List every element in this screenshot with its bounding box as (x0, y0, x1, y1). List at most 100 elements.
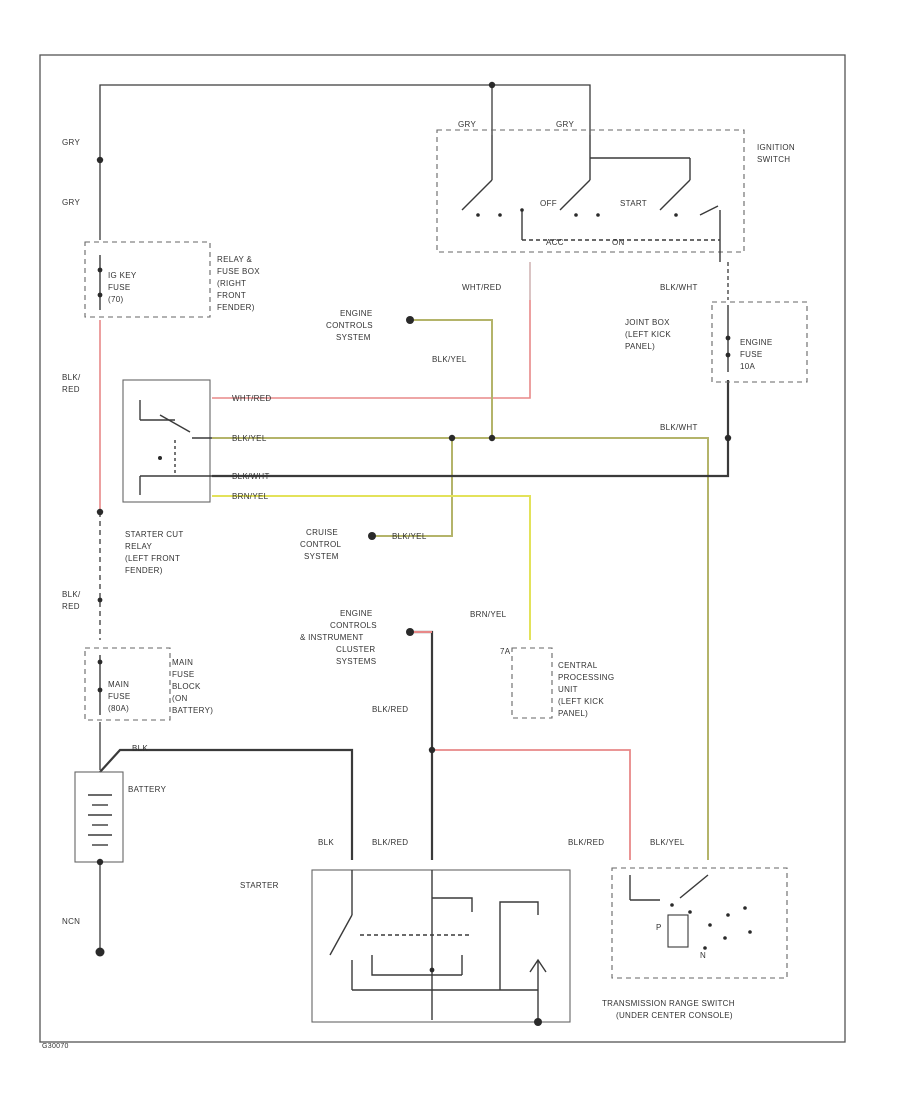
label-main-box-5: BATTERY) (172, 706, 213, 715)
label-wht-red-1: WHT/RED (462, 283, 501, 292)
label-sw-off: OFF (540, 199, 557, 208)
splice-points (95, 81, 732, 1026)
label-trs-2: (UNDER CENTER CONSOLE) (616, 1011, 733, 1020)
label-starter-cut-4: FENDER) (125, 566, 163, 575)
wire-blk-yel-main (212, 437, 709, 860)
label-engine-controls-2: CONTROLS (326, 321, 373, 330)
label-blk-red-5: BLK/RED (568, 838, 604, 847)
label-wht-red-2: WHT/RED (232, 394, 271, 403)
label-brn-yel-2: BRN/YEL (470, 610, 507, 619)
wire-blk-yel-cruise (372, 438, 453, 537)
label-relay-box-2: FUSE BOX (217, 267, 260, 276)
label-gry-1: GRY (62, 138, 80, 147)
diagram-frame (39, 54, 846, 1043)
label-blk-red-1a: BLK/ (62, 373, 81, 382)
label-ecic-3: & INSTRUMENT (300, 633, 364, 642)
label-main-box-3: BLOCK (172, 682, 201, 691)
label-cpu-pin: 7A (500, 647, 511, 656)
label-blk-wht-3: BLK/WHT (660, 423, 698, 432)
ignition-switch-box (436, 129, 745, 253)
label-battery: BATTERY (128, 785, 167, 794)
label-ignition-switch-1: IGNITION (757, 143, 795, 152)
label-main-fuse-2: FUSE (108, 692, 131, 701)
labels: GRY GRY GRY GRY IGNITION SWITCH OFF STAR… (42, 120, 795, 1050)
label-cpu-3: UNIT (558, 685, 578, 694)
starter-cut-relay-internals (139, 400, 212, 495)
wire-blk-wht (212, 380, 730, 478)
label-starter-cut-2: RELAY (125, 542, 153, 551)
label-blk-1: BLK (132, 744, 148, 753)
label-starter-cut-3: (LEFT FRONT (125, 554, 180, 563)
label-blk-red-2b: RED (62, 602, 80, 611)
label-ecic-4: CLUSTER (336, 645, 375, 654)
label-ig-fuse-1: IG KEY (108, 271, 137, 280)
label-main-box-1: MAIN (172, 658, 193, 667)
label-ignition-switch-2: SWITCH (757, 155, 790, 164)
label-starter-cut-1: STARTER CUT (125, 530, 184, 539)
label-engine-fuse-3: 10A (740, 362, 755, 371)
label-main-box-2: FUSE (172, 670, 195, 679)
label-blk-yel-4: BLK/YEL (650, 838, 685, 847)
label-starter: STARTER (240, 881, 279, 890)
main-fuse-box (84, 647, 171, 721)
label-blk-2: BLK (318, 838, 334, 847)
label-cpu-1: CENTRAL (558, 661, 598, 670)
trs-internals (629, 874, 752, 950)
label-blk-red-2a: BLK/ (62, 590, 81, 599)
label-sw-on: ON (612, 238, 625, 247)
label-trs-p: P (656, 923, 662, 932)
label-brn-yel-1: BRN/YEL (232, 492, 269, 501)
label-cruise-3: SYSTEM (304, 552, 339, 561)
label-ecic-5: SYSTEMS (336, 657, 376, 666)
label-gry-sw-1: GRY (458, 120, 476, 129)
label-cpu-2: PROCESSING (558, 673, 614, 682)
wire-blk-red-trs (432, 749, 631, 860)
label-blk-yel-2: BLK/YEL (232, 434, 267, 443)
label-joint-box-1: JOINT BOX (625, 318, 670, 327)
label-blk-red-4: BLK/RED (372, 838, 408, 847)
label-ig-fuse-2: FUSE (108, 283, 131, 292)
label-blk-red-1b: RED (62, 385, 80, 394)
label-relay-box-1: RELAY & (217, 255, 253, 264)
label-cpu-4: (LEFT KICK (558, 697, 604, 706)
label-trs-n: N (700, 951, 706, 960)
label-cruise-1: CRUISE (306, 528, 338, 537)
wires (99, 84, 730, 950)
relay-fuse-box (84, 241, 211, 318)
battery-cells (88, 794, 112, 846)
wire-wht-red (212, 262, 531, 399)
wire-blk-yel-engine (410, 319, 493, 438)
label-ecic-1: ENGINE (340, 609, 372, 618)
label-relay-box-5: FENDER) (217, 303, 255, 312)
starter-box (311, 869, 571, 1023)
label-engine-controls-1: ENGINE (340, 309, 372, 318)
label-engine-controls-3: SYSTEM (336, 333, 371, 342)
label-ig-fuse-3: (70) (108, 295, 123, 304)
starter-internals (329, 870, 547, 1022)
label-sw-acc: ACC (546, 238, 564, 247)
label-cpu-5: PANEL) (558, 709, 588, 718)
label-blk-yel-1: BLK/YEL (432, 355, 467, 364)
label-relay-box-4: FRONT (217, 291, 246, 300)
wire-gry-top (99, 84, 591, 240)
label-main-fuse-1: MAIN (108, 680, 129, 689)
label-engine-fuse-1: ENGINE (740, 338, 772, 347)
label-gry-sw-2: GRY (556, 120, 574, 129)
label-blk-wht-2: BLK/WHT (232, 472, 270, 481)
label-engine-fuse-2: FUSE (740, 350, 763, 359)
label-main-box-4: (ON (172, 694, 188, 703)
battery-box (74, 771, 124, 863)
label-trs-1: TRANSMISSION RANGE SWITCH (602, 999, 735, 1008)
label-joint-box-2: (LEFT KICK (625, 330, 671, 339)
wire-blk-battery-starter (99, 748, 354, 860)
label-gry-2: GRY (62, 198, 80, 207)
label-sw-start: START (620, 199, 647, 208)
label-figure-id: G30070 (42, 1043, 69, 1050)
label-main-fuse-3: (80A) (108, 704, 129, 713)
ignition-switch-contacts (461, 135, 721, 262)
wire-brn-yel (212, 495, 531, 640)
label-blk-red-3: BLK/RED (372, 705, 408, 714)
starter-cut-relay-box (122, 379, 211, 503)
label-joint-box-3: PANEL) (625, 342, 655, 351)
